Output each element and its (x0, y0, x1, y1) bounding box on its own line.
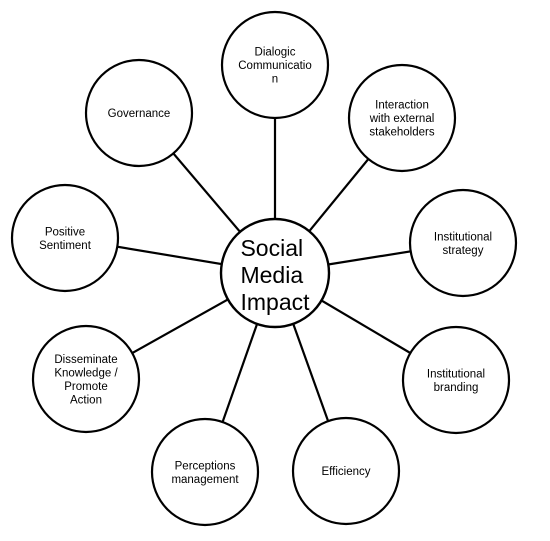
node-institutional-branding: Institutional branding (401, 325, 511, 435)
node-label-line: strategy (443, 245, 484, 257)
node-label-line: Governance (108, 108, 171, 120)
node-label-line: with external (369, 113, 435, 125)
node-label: Institutional strategy (434, 231, 492, 256)
node-label-line: Communicatio (238, 60, 312, 72)
node-label-line: Positive (45, 226, 85, 238)
node-circle (10, 183, 120, 293)
node-label-line: branding (434, 382, 479, 394)
node-perceptions-management: Perceptions management (150, 417, 260, 527)
node-label-line: Efficiency (321, 466, 370, 478)
node-label: Institutional branding (427, 368, 485, 394)
node-circle (220, 10, 330, 120)
node-label-line: Disseminate (54, 354, 117, 366)
node-label-line: stakeholders (369, 127, 434, 139)
node-circle (408, 188, 518, 298)
node-label: Governance (108, 108, 171, 120)
center-node: Social Media Impact (219, 217, 331, 329)
center-circle (219, 217, 331, 329)
node-efficiency: Efficiency (291, 416, 401, 526)
node-institutional-strategy: Institutional strategy (408, 188, 518, 298)
node-label-line: Interaction (375, 100, 429, 112)
center-label-line: Media (240, 262, 303, 288)
node-label-line: management (171, 474, 239, 486)
node-label-line: Dialogic (255, 47, 296, 59)
node-circle (84, 58, 194, 168)
node-circle (150, 417, 260, 527)
center-label-line: Impact (240, 289, 310, 315)
node-label-line: Promote (64, 381, 107, 393)
node-label-line: Institutional (427, 368, 485, 380)
node-circle (401, 325, 511, 435)
node-label: Perceptions management (171, 460, 239, 486)
center-label: Social Media Impact (240, 235, 310, 315)
node-label-line: n (272, 74, 278, 86)
node-label-line: Institutional (434, 231, 492, 243)
center-label-line: Social (240, 235, 303, 261)
node-label-line: Perceptions (175, 460, 236, 472)
node-circle (31, 324, 141, 434)
node-label-line: Action (70, 394, 102, 406)
node-label-line: Knowledge / (54, 367, 118, 379)
node-label: Efficiency (321, 466, 370, 478)
node-label-line: Sentiment (39, 240, 92, 252)
node-governance: Governance (84, 58, 194, 168)
node-circle (347, 63, 457, 173)
node-circle (291, 416, 401, 526)
